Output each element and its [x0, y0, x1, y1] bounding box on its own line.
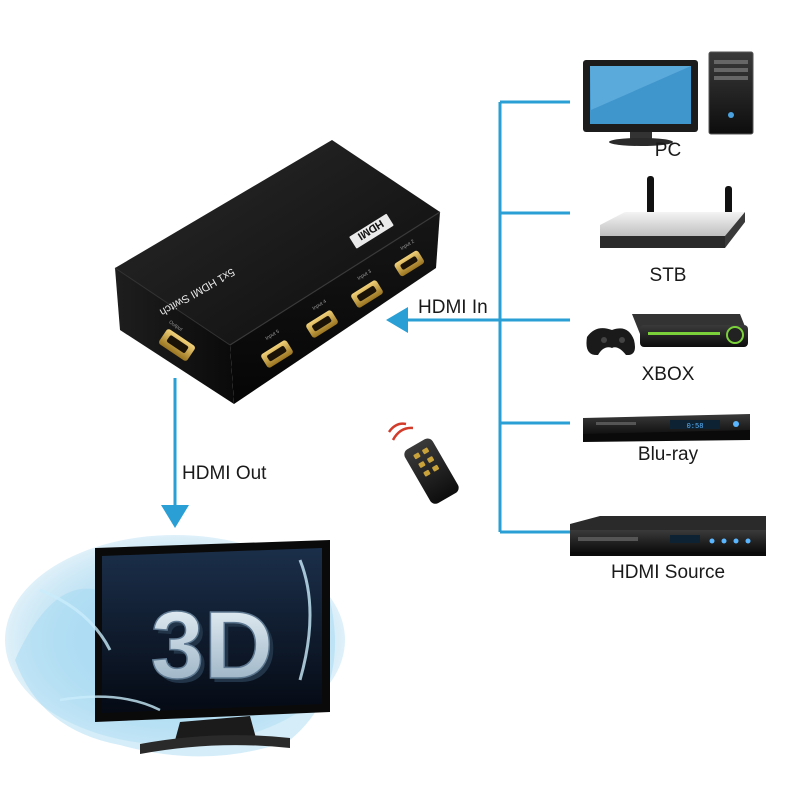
- hdmi-out-label: HDMI Out: [182, 463, 267, 484]
- source-label-bluray: Blu-ray: [638, 444, 699, 465]
- source-label-stb: STB: [650, 265, 687, 286]
- router-icon: [600, 176, 745, 248]
- hdmi-in-arrowhead: [386, 307, 408, 333]
- source-label-xbox: XBOX: [642, 364, 695, 385]
- pc-icon: [583, 51, 754, 146]
- screen-3d-text: 3D: [151, 592, 274, 699]
- switch-top-face: [115, 140, 440, 345]
- source-label-hdmi-source: HDMI Source: [611, 562, 725, 583]
- bluray-display-readout: 0:58: [687, 423, 704, 431]
- hdmi-in-label: HDMI In: [418, 297, 488, 318]
- media-player-icon: [570, 516, 766, 556]
- source-label-pc: PC: [655, 140, 681, 161]
- tv-3d-icon: 3D 3D: [5, 535, 345, 757]
- screen-3d-shadow: 3D: [155, 596, 278, 703]
- bluray-player-icon: 0:58: [583, 414, 750, 442]
- source-bus: [405, 100, 570, 534]
- hdmi-switch-box: 5x1 HDMI Switch HDMI Input 5 Input 4 Inp…: [114, 140, 441, 404]
- remote-control-icon: [387, 422, 459, 504]
- game-console-icon: [586, 314, 748, 356]
- hdmi-out-arrowhead: [161, 505, 189, 528]
